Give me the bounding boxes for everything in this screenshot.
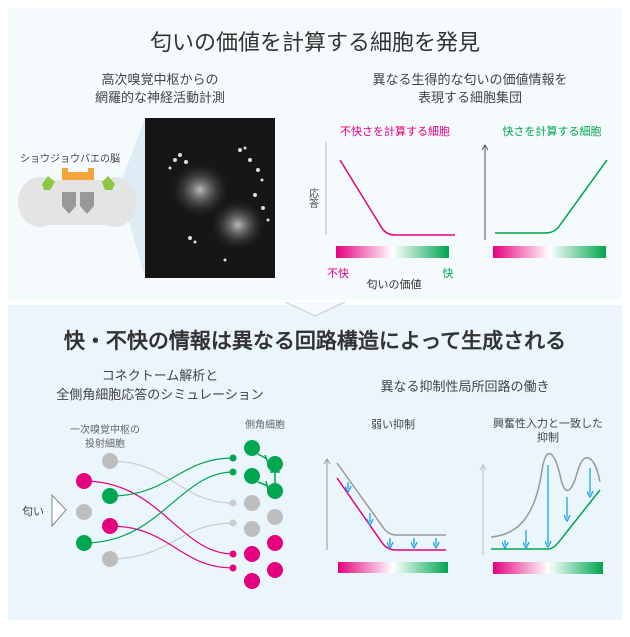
- top-right-subtitle-2: 表現する細胞集団: [418, 90, 522, 106]
- matched-inhibition-plot: [479, 453, 603, 574]
- bottom-left-subtitle-2: 全側角細胞応答のシミュレーション: [56, 387, 263, 403]
- odor-input-triangle-icon: [51, 493, 67, 528]
- top-left-subtitle-1: 高次嗅覚中枢からの: [101, 72, 218, 88]
- neuron: [102, 518, 118, 534]
- odor-label: 匂い: [22, 505, 44, 518]
- neuron: [76, 504, 92, 520]
- projection-neurons-label-1: 一次嗅覚中枢の: [70, 423, 140, 436]
- matched-inhibition-label-1: 興奮性入力と一致した: [493, 416, 603, 430]
- fly-brain-label: ショウジョウバエの脳: [20, 153, 120, 165]
- matched-inhibition-label-2: 抑制: [537, 430, 559, 444]
- unpleasant-response-plot: [325, 142, 455, 258]
- odor-value-gradient-bar: [493, 246, 606, 258]
- chevron-down-icon: [284, 301, 346, 317]
- neuron: [76, 473, 92, 489]
- pleasant-response-plot: [481, 144, 608, 258]
- neuron: [102, 453, 118, 469]
- neuron: [76, 535, 92, 551]
- unpleasant-cells-label: 不快さを計算する細胞: [340, 124, 450, 138]
- bottom-right-subtitle: 異なる抑制性局所回路の働き: [380, 379, 549, 395]
- neuron: [102, 488, 118, 504]
- odor-value-gradient-bar: [338, 562, 448, 573]
- response-axis-label: 応答: [307, 187, 319, 209]
- weak-inhibition-plot: [323, 458, 448, 573]
- top-left-subtitle-2: 網羅的な神経活動計測: [95, 90, 225, 106]
- projection-neurons-label-2: 投射細胞: [85, 437, 125, 450]
- projection-neurons: [76, 453, 118, 567]
- pleasant-label: 快: [443, 267, 454, 280]
- lateral-horn-label: 側角細胞: [245, 418, 285, 431]
- odor-value-gradient-bar: [493, 562, 603, 574]
- unpleasant-label: 不快: [327, 267, 349, 280]
- bottom-left-subtitle-1: コネクトーム解析と: [102, 369, 219, 384]
- bottom-title: 快・不快の情報は異なる回路構造によって生成される: [64, 329, 566, 353]
- neuron: [102, 551, 118, 567]
- pleasant-cells-label: 快さを計算する細胞: [503, 124, 602, 138]
- odor-value-label: 匂いの価値: [367, 278, 422, 291]
- top-right-subtitle-1: 異なる生得的な匂いの価値情報を: [372, 72, 567, 88]
- odor-value-gradient-bar: [336, 246, 449, 258]
- calcium-imaging-image: [145, 118, 275, 278]
- lateral-horn-neurons: [229, 440, 283, 589]
- top-title: 匂いの価値を計算する細胞を発見: [150, 31, 480, 56]
- fly-brain-diagram: [18, 118, 145, 278]
- weak-inhibition-label: 弱い抑制: [371, 417, 415, 431]
